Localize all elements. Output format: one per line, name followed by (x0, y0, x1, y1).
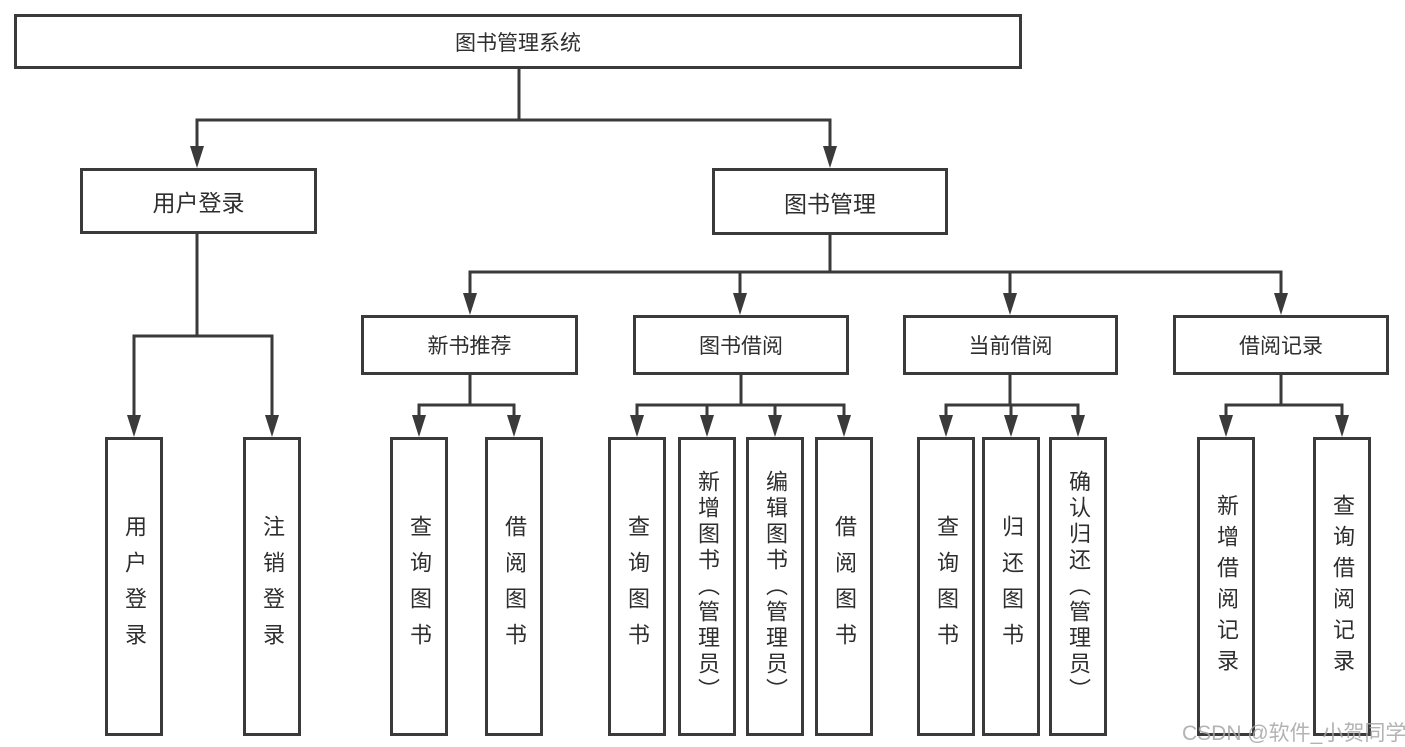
connector-group-current-borrow (944, 375, 1080, 417)
node-root-label: 图书管理系统 (455, 31, 581, 55)
csdn-watermark: CSDN @软件_小贺同学 (1182, 722, 1405, 745)
leaf-re-add-record-label: 新增借阅记录 (1214, 493, 1239, 680)
leaf-cu-return-books: 归还图书 (982, 437, 1040, 736)
node-root: 图书管理系统 (14, 14, 1022, 69)
leaf-bw-add-books-admin-label: 新增图书（管理员） (695, 469, 720, 704)
leaf-logout-label: 注销登录 (260, 514, 285, 659)
connector-group-book-borrow (635, 375, 846, 417)
leaf-bw-query-books-label: 查询图书 (625, 514, 650, 659)
leaf-bw-edit-books-admin: 编辑图书（管理员） (746, 437, 804, 736)
node-new-book-recommend-label: 新书推荐 (427, 335, 512, 358)
leaf-nb-borrow-books: 借阅图书 (485, 437, 543, 736)
leaf-cu-query-books-label: 查询图书 (934, 514, 959, 659)
leaf-logout: 注销登录 (243, 437, 301, 736)
node-book-borrow: 图书借阅 (633, 315, 849, 375)
leaf-cu-query-books: 查询图书 (917, 437, 975, 736)
connector-group-root (195, 69, 832, 150)
node-new-book-recommend: 新书推荐 (361, 315, 578, 375)
leaf-bw-borrow-books-label: 借阅图书 (832, 514, 857, 659)
node-user-login-label: 用户登录 (152, 190, 245, 216)
node-user-login: 用户登录 (80, 168, 317, 234)
leaf-user-login: 用户登录 (105, 437, 163, 736)
node-book-borrow-label: 图书借阅 (699, 335, 783, 358)
leaf-bw-query-books: 查询图书 (608, 437, 666, 736)
connector-group-new-books (417, 375, 516, 417)
node-book-management: 图书管理 (712, 168, 948, 235)
leaf-nb-query-books-label: 查询图书 (407, 514, 432, 659)
arrowheads (127, 146, 1349, 437)
leaf-bw-edit-books-admin-label: 编辑图书（管理员） (763, 469, 788, 704)
leaf-re-add-record: 新增借阅记录 (1197, 437, 1255, 736)
node-borrow-records: 借阅记录 (1173, 315, 1389, 375)
leaf-bw-borrow-books: 借阅图书 (815, 437, 873, 736)
connector-group-book-management (468, 235, 1283, 296)
leaf-user-login-label: 用户登录 (122, 514, 147, 659)
leaf-cu-confirm-return-admin-label: 确认归还（管理员） (1066, 469, 1091, 704)
connector-group-borrow-records (1224, 375, 1344, 417)
leaf-bw-add-books-admin: 新增图书（管理员） (678, 437, 736, 736)
leaf-re-query-record-label: 查询借阅记录 (1330, 493, 1355, 680)
leaf-cu-return-books-label: 归还图书 (999, 514, 1024, 659)
leaf-nb-query-books: 查询图书 (390, 437, 448, 736)
leaf-cu-confirm-return-admin: 确认归还（管理员） (1049, 437, 1107, 736)
node-book-management-label: 图书管理 (784, 190, 876, 217)
connector-group-user-login (132, 234, 274, 417)
node-current-borrow: 当前借阅 (903, 315, 1118, 375)
leaf-re-query-record: 查询借阅记录 (1313, 437, 1371, 736)
leaf-nb-borrow-books-label: 借阅图书 (502, 514, 527, 659)
node-borrow-records-label: 借阅记录 (1239, 335, 1323, 358)
node-current-borrow-label: 当前借阅 (968, 335, 1053, 358)
